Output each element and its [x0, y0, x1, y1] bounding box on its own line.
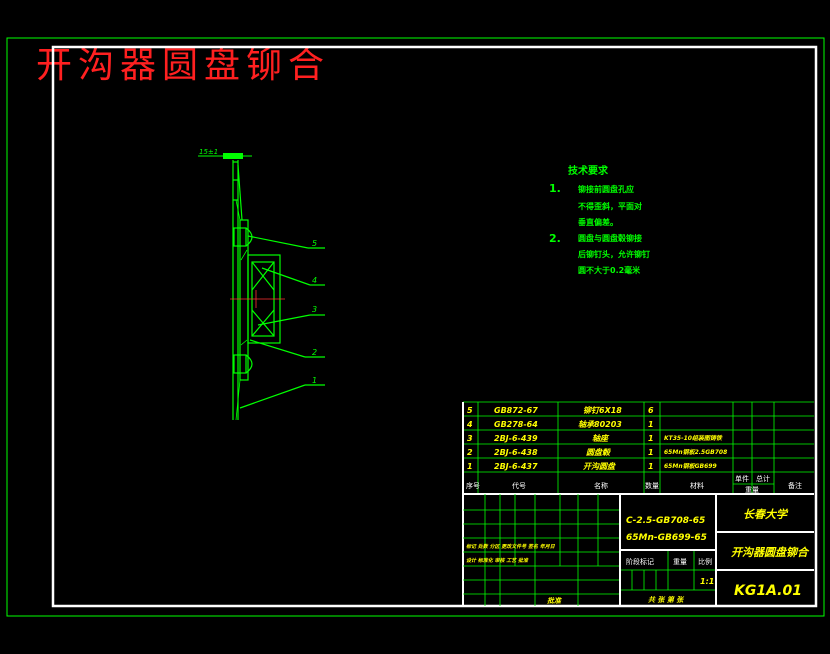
- part-4-qty: 1: [648, 420, 654, 429]
- material-spec-2: 65Mn-GB699-65: [626, 533, 707, 543]
- drawing-name: 开沟器圆盘铆合: [731, 546, 810, 559]
- part-5-code: GB872-67: [494, 406, 538, 415]
- drawing-number: KG1A.01: [734, 583, 802, 599]
- balloon-2: 2: [312, 348, 317, 357]
- inner-frame: [51, 45, 818, 608]
- requirement-1-line1: 铆接前圆盘孔应: [578, 184, 634, 194]
- balloon-3: 3: [312, 305, 317, 314]
- sheet-info: 共 张 第 张: [648, 595, 685, 604]
- part-1-name: 开沟圆盘: [583, 462, 616, 471]
- header-qty: 数量: [645, 481, 659, 490]
- part-3-name: 轴座: [592, 434, 610, 443]
- parts-list: 5 GB872-67 铆钉6X18 6 4 GB278-64 轴承80203 1…: [462, 401, 814, 606]
- stage-label: 阶段标记: [626, 557, 654, 566]
- dimension: 15±1: [198, 148, 252, 159]
- part-2-name: 圆盘毂: [586, 448, 611, 457]
- drawing-title: 开沟器圆盘铆合: [36, 45, 331, 86]
- school-name: 长春大学: [743, 508, 789, 521]
- part-3-code: 2BJ-6-439: [494, 434, 538, 443]
- balloon-1: 1: [312, 376, 317, 385]
- part-3-no: 3: [467, 434, 473, 443]
- requirement-1-line3: 垂直偏差。: [578, 217, 618, 227]
- requirement-2-line3: 圆不大于0.2毫米: [578, 265, 641, 275]
- header-code: 代号: [512, 481, 526, 490]
- outer-frame: [6, 37, 825, 617]
- title-block: C-2.5-GB708-65 65Mn-GB699-65 长春大学 开沟器圆盘铆…: [463, 493, 814, 606]
- revision-header: 标记 处数 分区 更改文件号 签名 年月日: [466, 543, 556, 550]
- part-4-name: 轴承80203: [578, 420, 622, 429]
- requirement-1-num: 1.: [549, 182, 561, 195]
- part-1-no: 1: [467, 462, 473, 471]
- approve-label: 批准: [547, 596, 562, 605]
- requirement-2-num: 2.: [549, 232, 561, 245]
- requirement-2-line1: 圆盘与圆盘毂铆接: [578, 233, 642, 243]
- part-1-material: 65Mn钢板GB699: [664, 462, 717, 470]
- weight-label: 重量: [673, 558, 687, 566]
- material-spec-1: C-2.5-GB708-65: [626, 516, 705, 526]
- scale-label: 比例: [698, 557, 712, 566]
- disc-section-view: [232, 160, 325, 421]
- part-2-code: 2BJ-6-438: [494, 448, 538, 457]
- part-4-no: 4: [466, 420, 473, 429]
- header-total: 总计: [756, 474, 770, 483]
- header-remark: 备注: [788, 481, 802, 490]
- part-2-qty: 1: [648, 448, 654, 457]
- header-material: 材料: [690, 481, 704, 490]
- technical-requirements: 技术要求 1. 铆接前圆盘孔应 不得歪斜，平面对 垂直偏差。 2. 圆盘与圆盘毂…: [549, 164, 650, 275]
- part-3-qty: 1: [648, 434, 654, 443]
- header-name: 名称: [594, 481, 608, 490]
- process-header: 设计 标准化 审核 工艺 批准: [466, 557, 529, 564]
- part-2-material: 65Mn钢板2.5GB708: [664, 448, 727, 456]
- part-4-code: GB278-64: [494, 420, 538, 429]
- part-1-code: 2BJ-6-437: [494, 462, 538, 471]
- requirement-1-line2: 不得歪斜，平面对: [578, 201, 642, 211]
- part-5-no: 5: [467, 406, 473, 415]
- part-1-qty: 1: [648, 462, 654, 471]
- balloon-5: 5: [312, 239, 317, 248]
- part-3-material: KT35-10组装图铸铁: [664, 434, 723, 442]
- requirements-heading: 技术要求: [568, 164, 609, 177]
- part-5-qty: 6: [648, 406, 654, 415]
- header-no: 序号: [466, 481, 480, 490]
- part-2-no: 2: [467, 448, 473, 457]
- dimension-text: 15±1: [199, 148, 218, 156]
- requirement-2-line2: 后铆钉头，允许铆钉: [578, 249, 650, 259]
- scale-value: 1:1: [700, 577, 714, 586]
- balloon-4: 4: [312, 276, 317, 285]
- header-unit: 单件: [735, 474, 749, 483]
- part-5-name: 铆钉6X18: [583, 406, 622, 415]
- header-weight: 重量: [745, 486, 759, 494]
